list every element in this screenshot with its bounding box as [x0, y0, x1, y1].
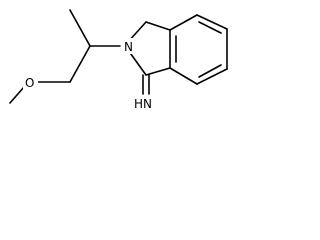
bond-c1-to-benzene: [145, 67, 171, 76]
bond-oxygen-to-methyl: [9, 86, 25, 104]
bond-benzene-1: [169, 14, 198, 31]
bond-benzene-inner-2: [198, 64, 222, 78]
bond-benzene-5: [169, 67, 198, 85]
bond-benzene-4: [196, 68, 228, 85]
bond-benzene-2: [196, 14, 228, 30]
chemical-structure: N O HN: [9, 9, 228, 111]
imine-nh-label: HN: [134, 97, 152, 111]
nitrogen-label-bg: [121, 38, 135, 54]
bond-nitrogen-to-c1: [127, 49, 147, 76]
ring-nitrogen-label: N: [124, 40, 133, 54]
ether-oxygen-label: O: [25, 76, 34, 90]
bond-ch2-to-benzene: [145, 21, 171, 31]
bond-chiral-carbon-to-ch2: [69, 45, 91, 83]
oxygen-label-bg: [23, 74, 38, 90]
bond-benzene-inner-1: [198, 21, 222, 34]
bond-chiral-carbon-to-methyl: [69, 9, 91, 47]
